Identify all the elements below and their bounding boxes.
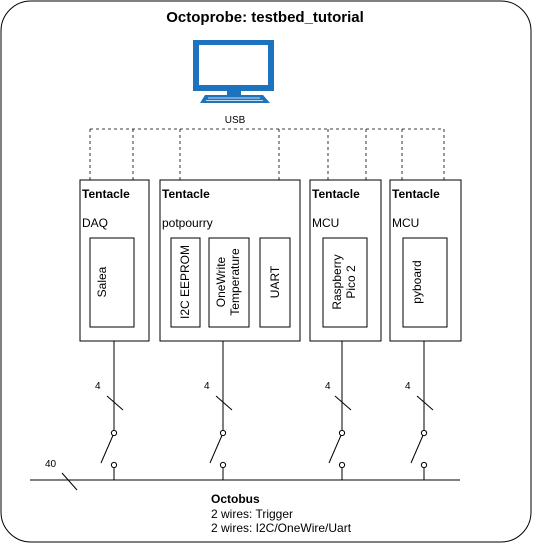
computer-icon bbox=[193, 40, 274, 103]
device-label-line2: Temperature bbox=[228, 248, 242, 316]
device-label: pyboard bbox=[410, 260, 424, 303]
device-label: I2C EEPROM bbox=[178, 245, 192, 319]
tentacle-header: Tentacle bbox=[392, 187, 440, 201]
tentacle-mcu-pico: Tentacle MCU Raspberry Pico 2 bbox=[309, 179, 382, 342]
device-label-line1: OneWrite bbox=[214, 256, 228, 307]
tentacle-header: Tentacle bbox=[82, 187, 130, 201]
tentacle-role: DAQ bbox=[82, 216, 108, 230]
wire-count-label: 4 bbox=[325, 381, 331, 392]
tentacle-mcu-pyboard: Tentacle MCU pyboard bbox=[389, 179, 462, 342]
device-label-line1: Raspberry bbox=[330, 254, 344, 309]
device-box bbox=[89, 237, 135, 328]
device-label: UART bbox=[268, 265, 282, 298]
device-box bbox=[170, 237, 201, 328]
octobus-title: Octobus bbox=[211, 492, 260, 506]
wire-count-label: 4 bbox=[95, 381, 101, 392]
tentacle-bus-wiring bbox=[30, 341, 460, 491]
tentacle-header: Tentacle bbox=[312, 187, 360, 201]
device-box bbox=[208, 237, 250, 328]
tentacle-role: MCU bbox=[392, 216, 419, 230]
device-box bbox=[259, 237, 291, 328]
tentacle-daq: Tentacle DAQ Salea bbox=[79, 179, 150, 342]
octobus-line: 2 wires: I2C/OneWire/Uart bbox=[211, 521, 352, 535]
switch-contacts bbox=[110, 429, 428, 469]
wire-count-label: 4 bbox=[405, 381, 411, 392]
device-label-line2: Pico 2 bbox=[344, 265, 358, 299]
octobus-line: 2 wires: Trigger bbox=[211, 507, 293, 521]
wire-count-label: 4 bbox=[204, 381, 210, 392]
diagram-title: Octoprobe: testbed_tutorial bbox=[166, 9, 364, 26]
tentacle-potpourry: Tentacle potpourry I2C EEPROM OneWrite T… bbox=[159, 179, 301, 342]
device-label: Salea bbox=[95, 266, 109, 297]
device-box bbox=[322, 237, 368, 328]
bus-wire-count-label: 40 bbox=[45, 459, 57, 470]
tentacle-role: MCU bbox=[312, 216, 339, 230]
device-box bbox=[402, 237, 448, 328]
tentacle-role: potpourry bbox=[162, 216, 213, 230]
usb-label: USB bbox=[225, 115, 246, 126]
tentacle-header: Tentacle bbox=[162, 187, 210, 201]
